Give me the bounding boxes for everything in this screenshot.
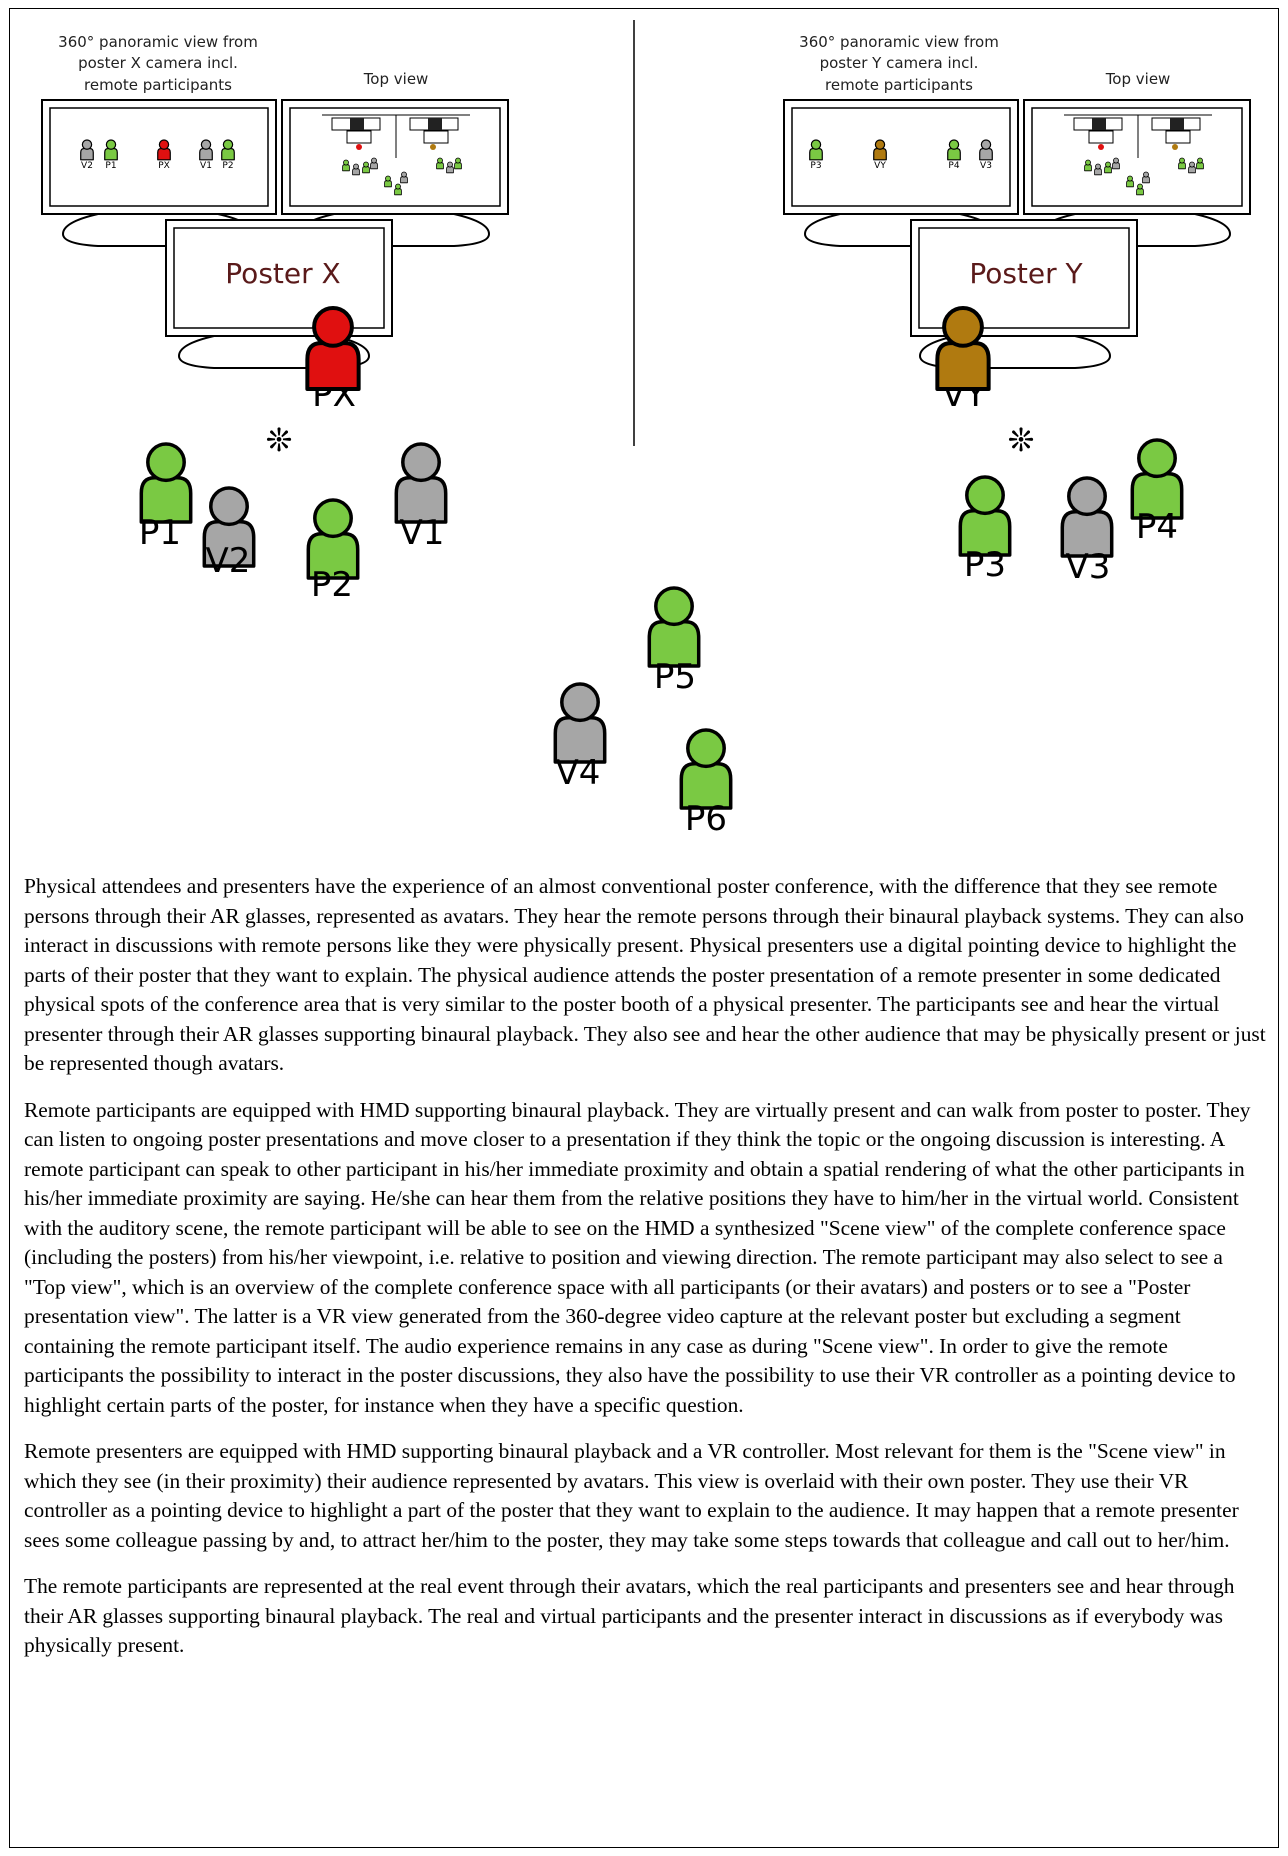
right-tiny-person-9 bbox=[1136, 183, 1144, 196]
left-tiny-person-3 bbox=[362, 161, 370, 174]
right-panoramic-monitor bbox=[783, 99, 1019, 215]
right-sensor-icon: ❊ bbox=[1008, 421, 1035, 459]
person-p1-figure bbox=[139, 442, 193, 524]
right-mini-vy-label: VY bbox=[874, 161, 886, 171]
right-panoramic-caption-line1: 360° panoramic view from bbox=[799, 33, 999, 51]
paragraph-physical-attendees: Physical attendees and presenters have t… bbox=[24, 874, 1266, 1075]
right-mini-p4-label: P4 bbox=[948, 161, 959, 171]
person-p4-label: P4 bbox=[1136, 507, 1178, 547]
person-p2-label: P2 bbox=[311, 565, 353, 605]
right-tiny-person-4 bbox=[1112, 157, 1120, 170]
figure-frame bbox=[9, 8, 1279, 1848]
poster-x-monitor bbox=[165, 219, 393, 337]
left-topview-thumbnail bbox=[322, 114, 470, 158]
left-mini-v1-label: V1 bbox=[200, 161, 212, 171]
right-tiny-person-2 bbox=[1094, 163, 1102, 176]
person-v1-figure bbox=[394, 442, 448, 524]
right-scene: 360° panoramic view from poster Y camera… bbox=[783, 33, 1251, 459]
person-v2-label: V2 bbox=[206, 541, 251, 581]
right-tiny-person-5 bbox=[1178, 157, 1186, 170]
left-topview-people bbox=[342, 157, 462, 196]
person-p2-figure bbox=[306, 498, 360, 580]
right-mini-p3-label: P3 bbox=[810, 161, 821, 171]
left-tiny-person-4 bbox=[370, 157, 378, 170]
right-tiny-person-10 bbox=[1142, 171, 1150, 184]
paragraph-remote-participants: Remote participants are equipped with HM… bbox=[24, 1097, 1251, 1417]
left-top-view-caption: Top view bbox=[363, 70, 429, 88]
left-tiny-person-10 bbox=[400, 171, 408, 184]
right-tiny-person-6 bbox=[1188, 161, 1196, 174]
left-mini-px-figure bbox=[157, 139, 171, 161]
person-v4-figure bbox=[553, 682, 607, 764]
left-mini-p1-figure bbox=[104, 139, 118, 161]
paragraph-remote-presenters: Remote presenters are equipped with HMD … bbox=[24, 1439, 1239, 1552]
right-mini-vy-figure bbox=[873, 139, 887, 161]
right-tiny-person-1 bbox=[1084, 159, 1092, 172]
person-p6-label: P6 bbox=[685, 799, 727, 839]
left-mini-px-label: PX bbox=[158, 161, 170, 171]
left-panorama-people: V2 P1 PX V1 P2 bbox=[80, 139, 235, 171]
conference-diagram: 360° panoramic view from poster X camera… bbox=[41, 20, 1251, 839]
person-p3-figure bbox=[958, 475, 1012, 557]
person-p4-figure bbox=[1130, 438, 1184, 520]
left-mini-p1-label: P1 bbox=[105, 161, 116, 171]
presenter-vy-figure bbox=[935, 306, 991, 391]
person-p1-label: P1 bbox=[139, 513, 181, 553]
presenter-px-figure bbox=[305, 306, 361, 391]
right-topview-people bbox=[1084, 157, 1204, 196]
person-p5-label: P5 bbox=[654, 657, 696, 697]
left-mini-v1-figure bbox=[199, 139, 213, 161]
person-p5-figure bbox=[647, 586, 701, 668]
right-topview-thumbnail bbox=[1064, 114, 1212, 158]
left-tiny-person-5 bbox=[436, 157, 444, 170]
right-topview-monitor bbox=[1023, 99, 1251, 215]
person-p3-label: P3 bbox=[964, 545, 1006, 585]
right-mini-v3-label: V3 bbox=[980, 161, 992, 171]
person-p6-figure bbox=[679, 728, 733, 810]
poster-y-monitor bbox=[910, 219, 1138, 337]
person-v1-label: V1 bbox=[400, 513, 445, 553]
right-tiny-person-8 bbox=[1126, 175, 1134, 188]
left-tiny-person-2 bbox=[352, 163, 360, 176]
person-v3-label: V3 bbox=[1066, 547, 1111, 587]
right-panoramic-caption-line3: remote participants bbox=[825, 76, 973, 94]
right-mini-v3-figure bbox=[979, 139, 993, 161]
right-mini-p3-figure bbox=[809, 139, 823, 161]
poster-y-title: Poster Y bbox=[969, 257, 1083, 290]
left-mini-p2-label: P2 bbox=[222, 161, 233, 171]
person-v3-figure bbox=[1060, 476, 1114, 558]
left-panoramic-caption-line1: 360° panoramic view from bbox=[58, 33, 258, 51]
left-tiny-person-6 bbox=[446, 161, 454, 174]
left-scene: 360° panoramic view from poster X camera… bbox=[41, 33, 509, 459]
left-mini-v2-figure bbox=[80, 139, 94, 161]
left-topview-monitor bbox=[281, 99, 509, 215]
right-panorama-people: P3 VY P4 V3 bbox=[809, 139, 993, 171]
right-top-view-caption: Top view bbox=[1105, 70, 1171, 88]
right-tiny-person-7 bbox=[1196, 157, 1204, 170]
description: Physical attendees and presenters have t… bbox=[24, 872, 1269, 1678]
left-tiny-person-8 bbox=[384, 175, 392, 188]
person-v4-label: V4 bbox=[556, 753, 601, 793]
right-tiny-person-3 bbox=[1104, 161, 1112, 174]
poster-x-title: Poster X bbox=[225, 257, 340, 290]
left-tiny-person-9 bbox=[394, 183, 402, 196]
left-tiny-person-1 bbox=[342, 159, 350, 172]
right-mini-p4-figure bbox=[947, 139, 961, 161]
left-panoramic-caption-line3: remote participants bbox=[84, 76, 232, 94]
left-mini-p2-figure bbox=[221, 139, 235, 161]
left-panoramic-caption-line2: poster X camera incl. bbox=[78, 54, 238, 72]
right-panoramic-caption-line2: poster Y camera incl. bbox=[820, 54, 979, 72]
person-v2-figure bbox=[202, 486, 256, 568]
left-sensor-icon: ❊ bbox=[266, 421, 293, 459]
left-tiny-person-7 bbox=[454, 157, 462, 170]
paragraph-avatars: The remote participants are represented … bbox=[24, 1574, 1235, 1657]
left-mini-v2-label: V2 bbox=[81, 161, 93, 171]
presenters bbox=[305, 306, 991, 391]
